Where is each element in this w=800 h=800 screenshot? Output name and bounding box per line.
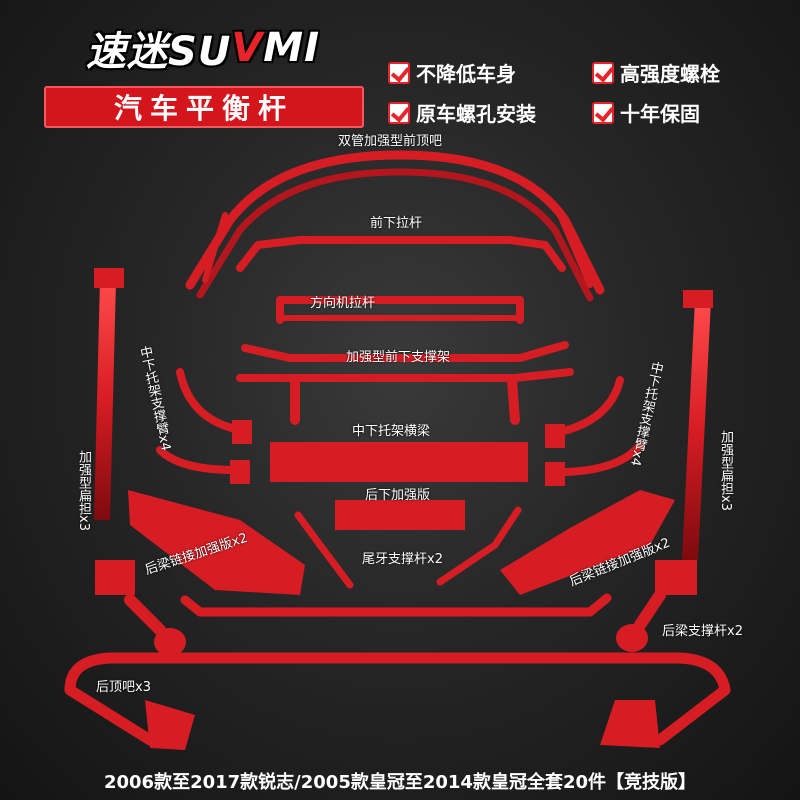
feature-item: 原车螺孔安装	[388, 98, 536, 127]
feature-label: 原车螺孔安装	[416, 102, 536, 126]
label-mid-beam: 中下托架横梁	[352, 424, 431, 439]
label-rear-lower-plate: 后下加强版	[365, 488, 431, 503]
label-front-lower: 前下拉杆	[370, 216, 423, 231]
feature-item: 高强度螺栓	[592, 58, 720, 87]
rear-top-bar	[64, 652, 731, 746]
steering-rod	[276, 296, 524, 324]
logo-text-c: MI	[263, 25, 320, 71]
check-icon	[592, 101, 614, 124]
mid-arm-left-b	[156, 446, 239, 474]
mid-arm-right-a	[556, 376, 624, 436]
footer-compatibility: 2006款至2017款锐志/2005款皇冠至2014款皇冠全套20件【竞技版】	[103, 772, 696, 793]
label-rear-top: 后顶吧x3	[96, 680, 151, 695]
feature-label: 不降低车身	[416, 62, 516, 86]
check-icon	[388, 61, 410, 84]
label-tail-rod: 尾牙支撑杆x2	[362, 552, 443, 567]
rear-link-left	[128, 490, 305, 595]
front-top-bar	[185, 150, 605, 295]
check-icon	[592, 61, 614, 84]
logo-text-a: 速迷SU	[86, 29, 232, 75]
logo-text-b: V	[231, 25, 264, 71]
label-front-top: 双管加强型前顶吧	[338, 134, 443, 149]
front-lower-bar	[236, 236, 566, 272]
subtitle-banner: 汽车平衡杆	[44, 86, 364, 128]
label-flat-left: 加强型扁担x3	[76, 450, 91, 531]
tail-rod-right	[436, 506, 522, 586]
mid-arm-right-b	[561, 441, 644, 476]
rear-link-right	[500, 490, 675, 595]
label-flat-right: 加强型扁担x3	[718, 430, 733, 511]
mid-beam-plate	[270, 442, 528, 482]
feature-item: 不降低车身	[388, 58, 516, 87]
check-icon	[388, 101, 410, 124]
label-front-support: 加强型前下支撑架	[346, 350, 451, 365]
feature-item: 十年保固	[592, 98, 700, 127]
right-flat-bar	[682, 299, 711, 561]
rear-bracket-right	[655, 560, 697, 595]
front-support-frame	[241, 341, 569, 362]
feature-label: 十年保固	[620, 102, 700, 126]
label-rear-beam-rod: 后梁支撑杆x2	[662, 624, 743, 639]
tail-rod-left	[294, 511, 354, 589]
label-steering: 方向机拉杆	[310, 296, 376, 311]
left-flat-bar	[94, 279, 116, 521]
feature-label: 高强度螺栓	[620, 62, 720, 86]
rear-lower-plate	[335, 500, 465, 530]
rear-bracket-left	[95, 560, 135, 595]
mid-arm-left-a	[176, 368, 244, 434]
rear-beam-rod	[180, 593, 612, 617]
